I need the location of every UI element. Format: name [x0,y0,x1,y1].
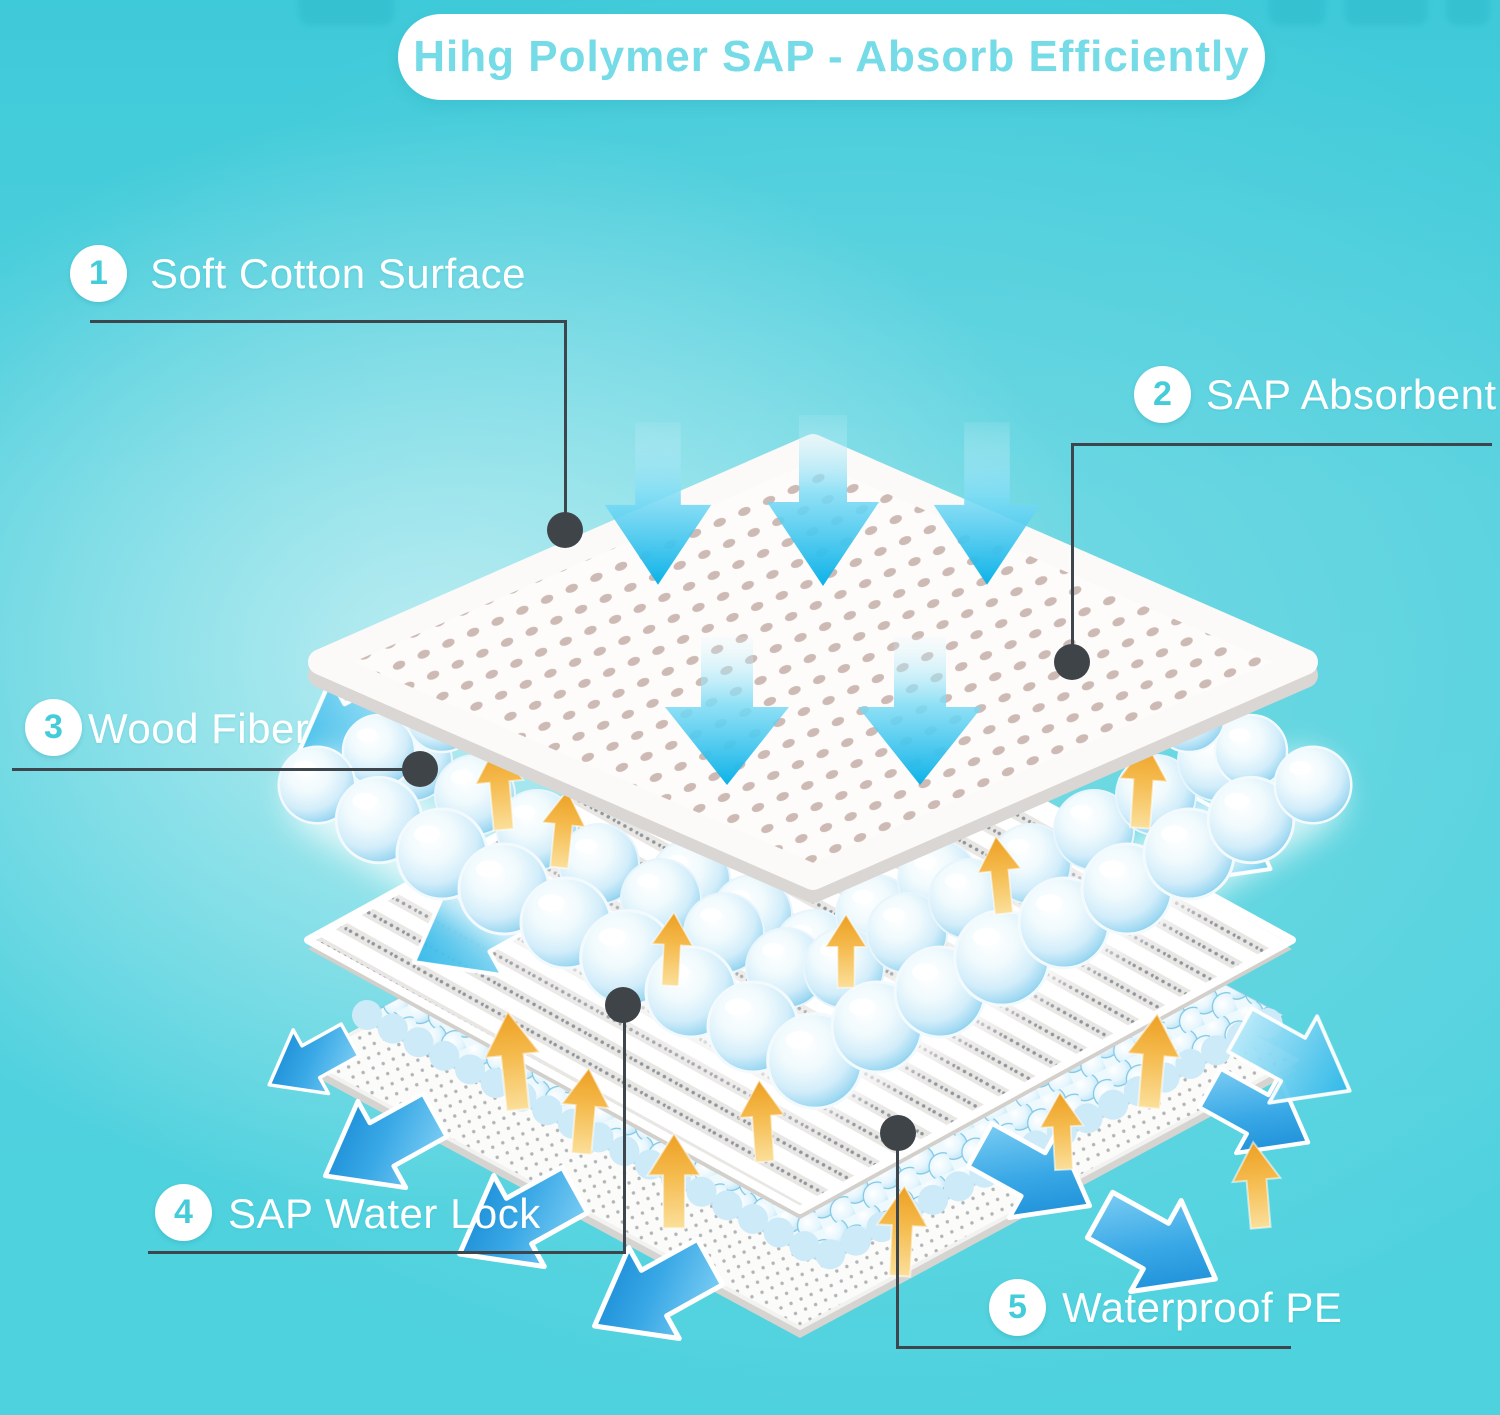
callout-1-dot [547,512,583,548]
callout-2-leader-h [1071,443,1492,446]
callout-1-number: 1 [70,245,127,302]
callout-3-label: Wood Fiber [88,705,310,752]
top-watermark-fragment [1268,0,1326,26]
callout-5-number: 5 [989,1279,1046,1336]
callout-2-number: 2 [1134,366,1191,423]
callout-4-leader-h [148,1251,626,1254]
callout-2-label: SAP Absorbent [1206,371,1497,418]
callout-3-leader-h [12,768,421,771]
callout-2-dot [1054,644,1090,680]
callout-2-leader-v [1071,443,1074,646]
callout-3-number: 3 [25,699,82,756]
callout-4-number: 4 [155,1184,212,1241]
callout-5-label: Waterproof PE [1062,1284,1343,1331]
callout-5-leader-h [896,1346,1291,1349]
callout-1-leader-h [90,320,567,323]
callout-5-leader-v [896,1133,899,1349]
callout-3-dot [402,751,438,787]
layer-cotton-surface [308,434,1318,903]
top-watermark-fragment [1446,0,1490,26]
callout-4-label: SAP Water Lock [228,1190,541,1237]
page-title: Hihg Polymer SAP - Absorb Efficiently [413,32,1250,81]
callout-1-label: Soft Cotton Surface [150,250,527,297]
top-watermark-fragment [298,0,394,26]
title-banner: Hihg Polymer SAP - Absorb Efficiently [398,14,1265,100]
callout-1-leader-v [564,320,567,516]
callout-4-dot [605,987,641,1023]
callout-5-dot [880,1115,916,1151]
top-watermark-fragment [1344,0,1428,26]
callout-4-leader-v [623,1005,626,1254]
